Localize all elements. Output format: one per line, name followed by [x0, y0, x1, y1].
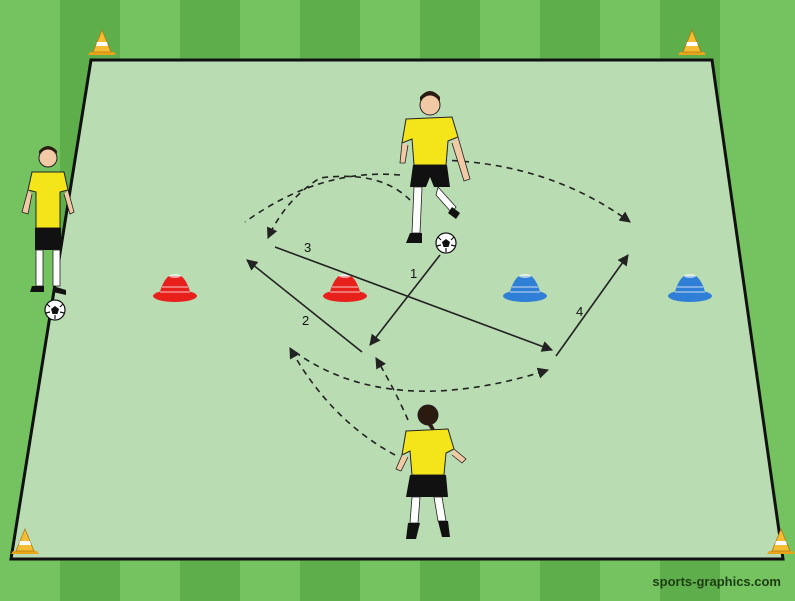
watermark: sports-graphics.com — [652, 574, 781, 589]
pass-label-2: 2 — [302, 313, 309, 328]
soccer-ball-icon — [436, 233, 456, 253]
pass-label-3: 3 — [304, 240, 311, 255]
pass-label-1: 1 — [410, 266, 417, 281]
pass-label-4: 4 — [576, 304, 583, 319]
soccer-ball-icon — [45, 300, 65, 320]
